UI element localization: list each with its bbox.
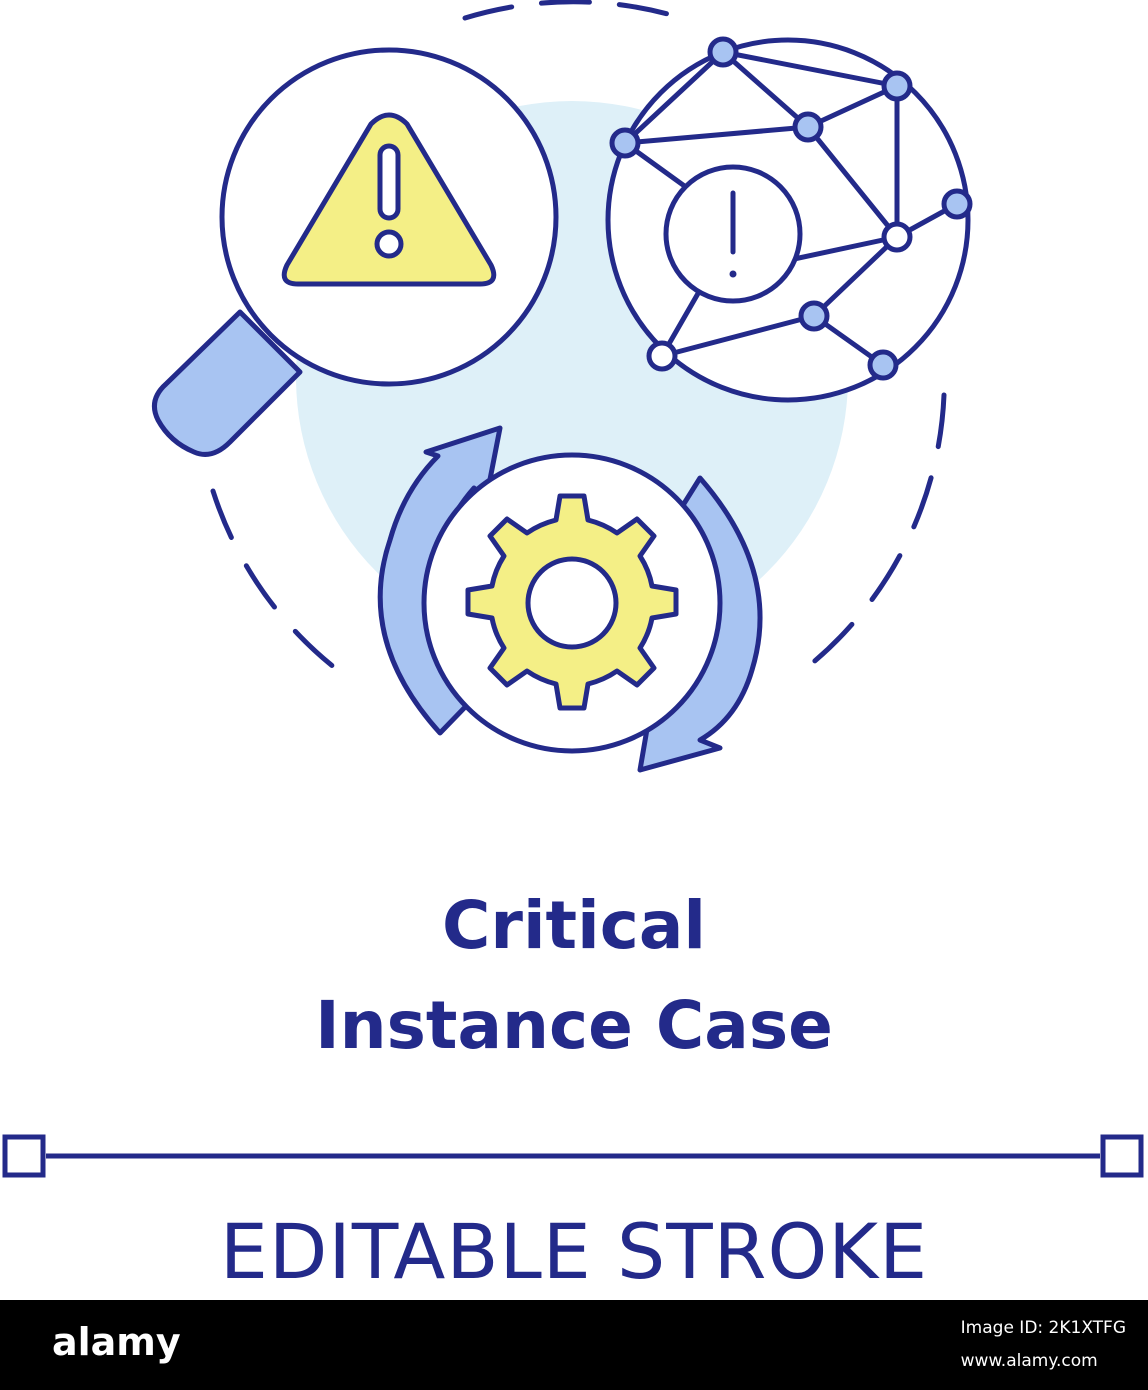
- network-nodes: [609, 36, 973, 381]
- network-links: [622, 49, 960, 368]
- exclamation-bar: [377, 143, 401, 221]
- network-alert-icon: [605, 36, 973, 403]
- editable-stroke-line: [2, 1134, 1144, 1178]
- editable-stroke-label: EDITABLE STROKE: [219, 1207, 929, 1296]
- magnifier-warning-icon: [151, 47, 559, 457]
- alert-dot: [729, 270, 737, 278]
- concept-illustration: [2, 0, 1144, 1178]
- title-line-1: Critical: [441, 887, 707, 964]
- stock-logo: alamy: [52, 1320, 181, 1364]
- site-url-text: www.alamy.com: [960, 1351, 1098, 1371]
- stroke-handle-left: [2, 1134, 46, 1178]
- magnifier-handle: [151, 309, 303, 457]
- gear-cycle-icon: [377, 425, 763, 773]
- gear-hole: [525, 556, 619, 650]
- footer-info: Image ID: 2K1XTFG www.alamy.com: [961, 1312, 1126, 1378]
- stock-footer: alamy Image ID: 2K1XTFG www.alamy.com: [0, 1300, 1148, 1390]
- dashed-ring: [210, 0, 947, 671]
- stroke-handle-right: [1100, 1134, 1144, 1178]
- exclamation-dot: [374, 229, 404, 259]
- title-line-2: Instance Case: [315, 987, 833, 1064]
- image-id-text: Image ID: 2K1XTFG: [960, 1318, 1126, 1338]
